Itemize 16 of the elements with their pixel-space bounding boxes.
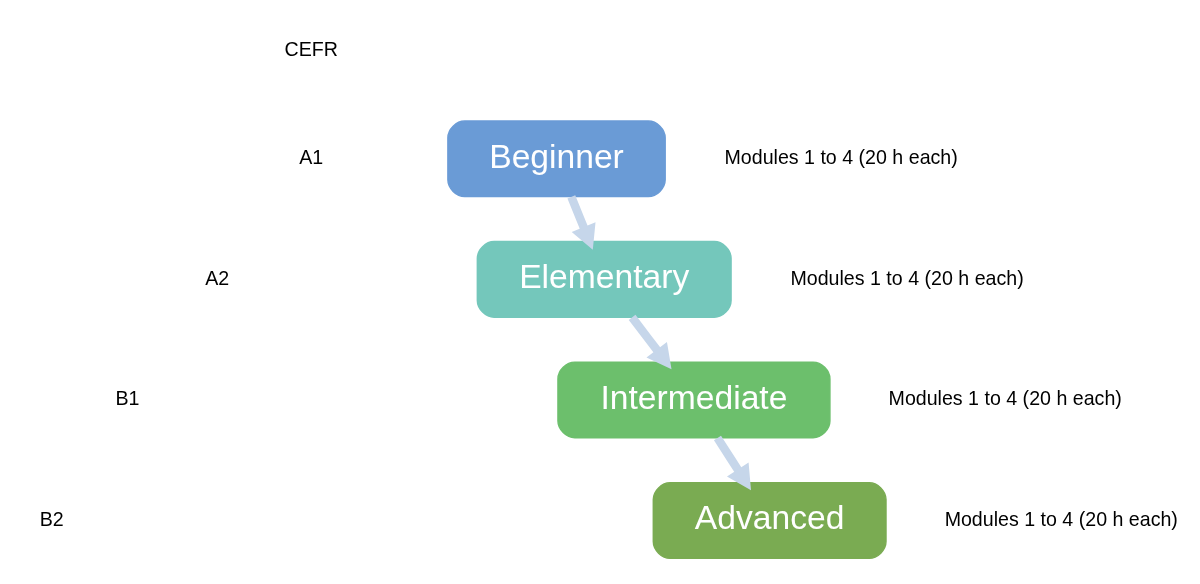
arrow xyxy=(628,314,672,370)
label: A1 xyxy=(299,145,324,168)
node-box: Advanced xyxy=(652,482,887,560)
node-label: Modules 1 to 4 (20 h each) xyxy=(724,145,958,168)
node-label: Modules 1 to 4 (20 h each) xyxy=(888,387,1122,410)
label: B2 xyxy=(39,507,64,530)
node-box: Beginner xyxy=(447,120,666,198)
node-box: Intermediate xyxy=(557,361,831,439)
node-label: Modules 1 to 4 (20 h each) xyxy=(790,266,1024,289)
label: B1 xyxy=(115,387,140,410)
arrow xyxy=(567,195,596,250)
node-box: Elementary xyxy=(476,240,732,318)
node-label: Modules 1 to 4 (20 h each) xyxy=(944,507,1178,530)
label: A2 xyxy=(205,266,230,289)
label: CEFR xyxy=(284,38,338,61)
arrow xyxy=(713,435,751,491)
